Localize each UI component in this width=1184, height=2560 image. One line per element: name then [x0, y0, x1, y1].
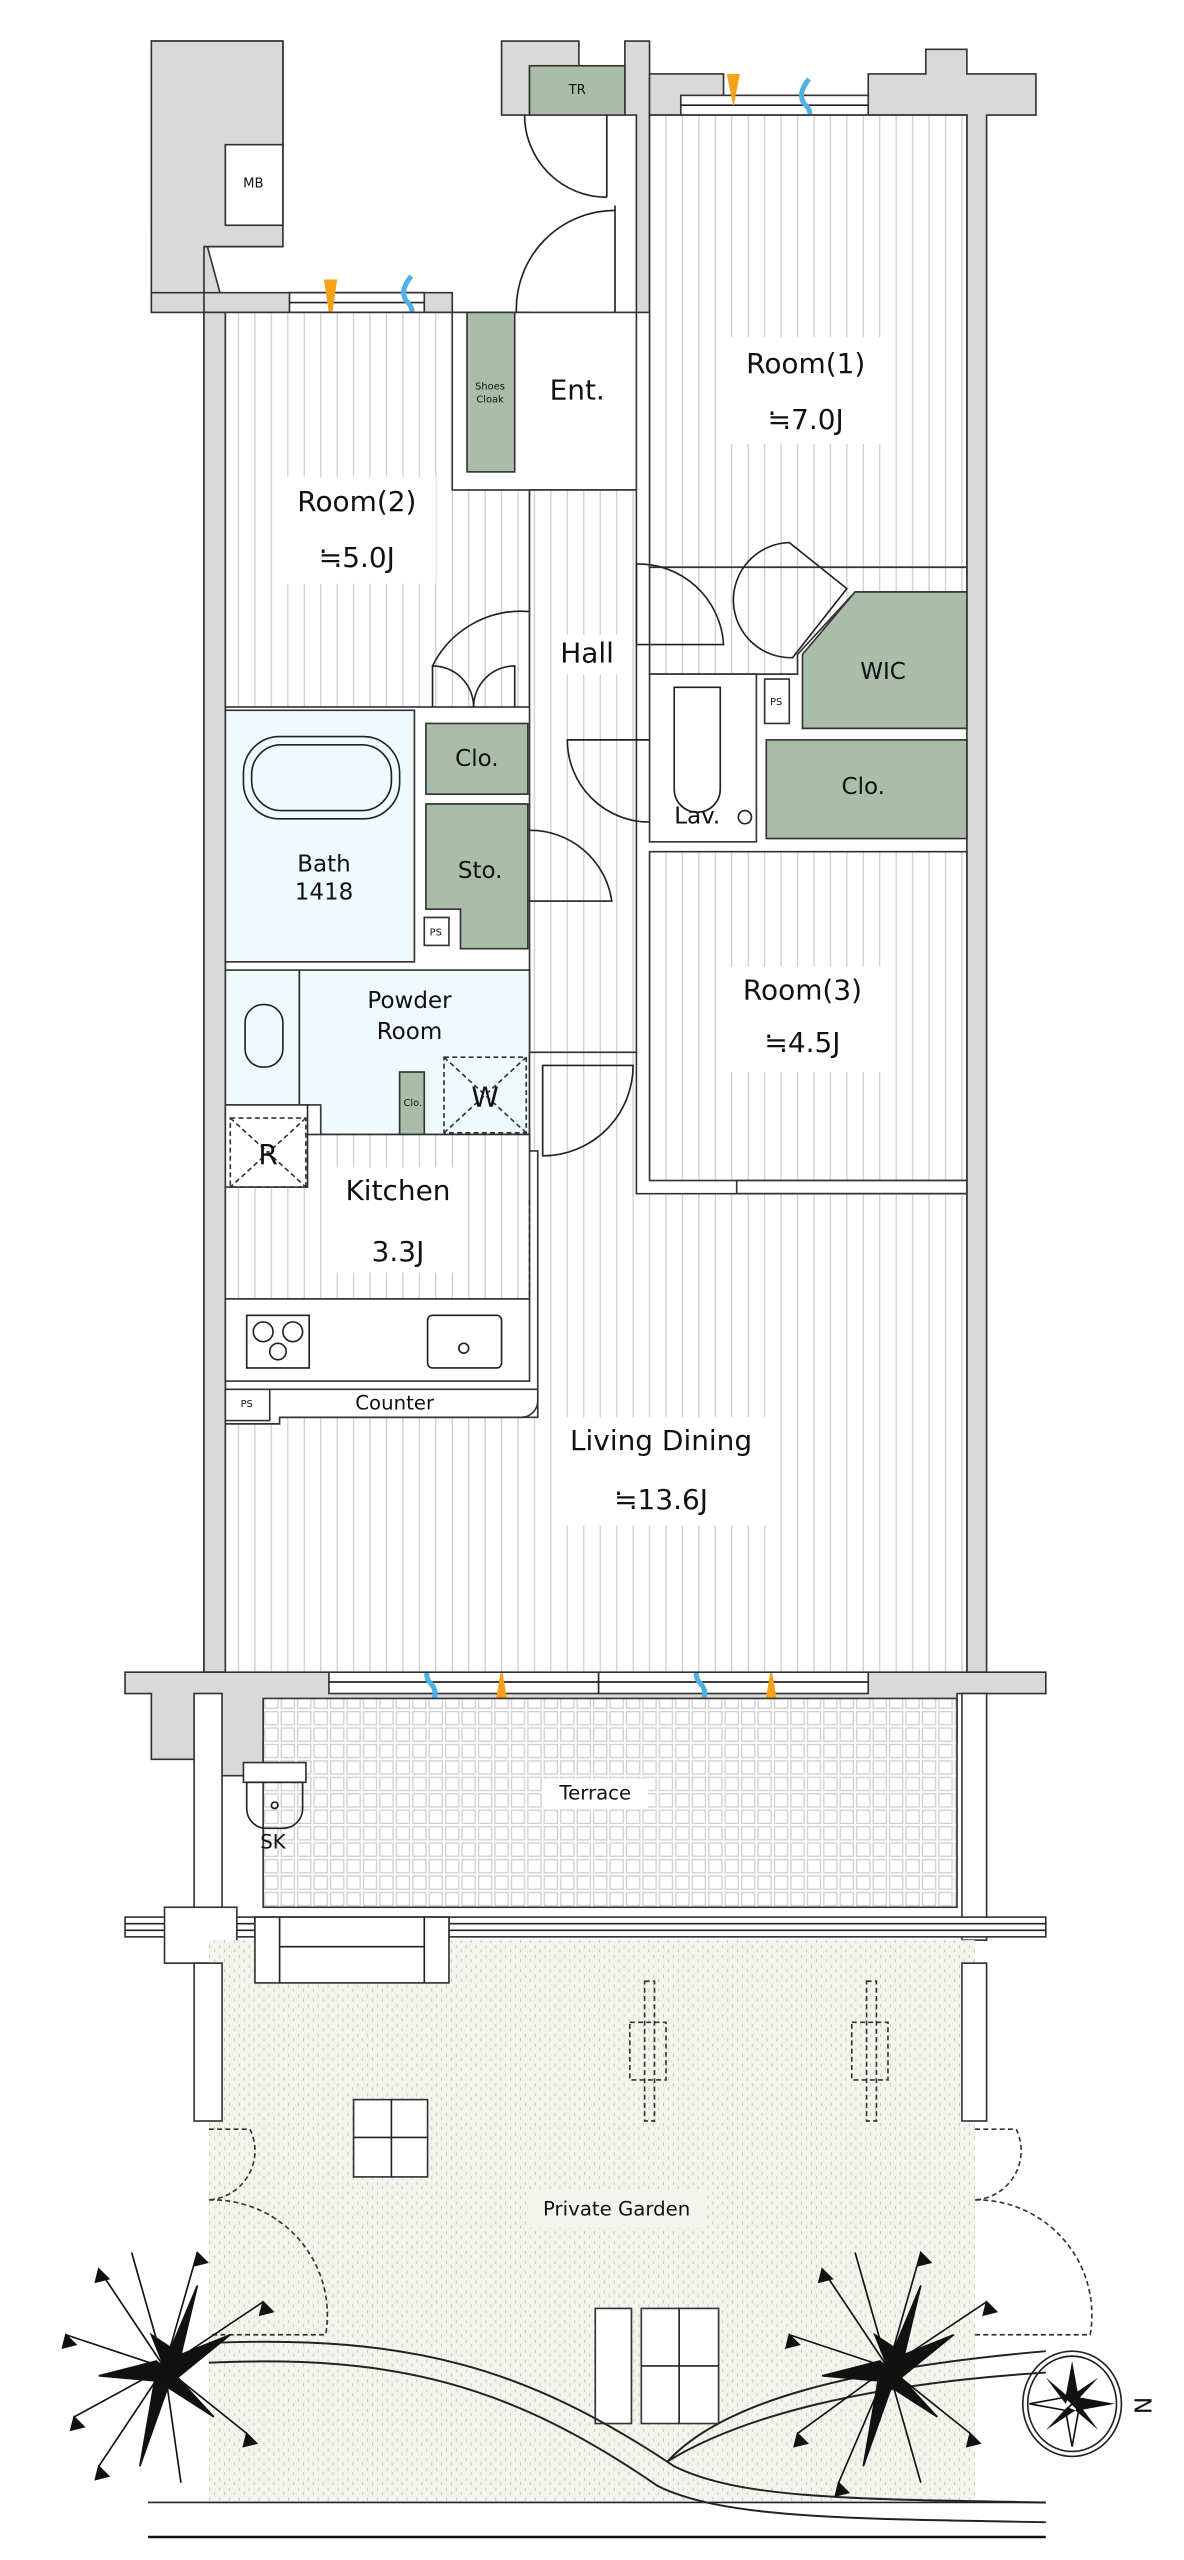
compass-north-label: N [1129, 2397, 1155, 2414]
powder-closet-label: Clo. [403, 1098, 422, 1109]
terrace-sink-icon [245, 1781, 304, 1830]
powder-room-label: Powder [367, 988, 452, 1014]
shoes-cloak-label: Shoes [475, 381, 505, 392]
room-3-sliding-door[interactable] [735, 1179, 968, 1195]
room-2-size: ≒5.0J [319, 541, 395, 574]
pipe-space [224, 1388, 271, 1422]
room-1-closet [765, 739, 968, 840]
hall [528, 489, 638, 1054]
sun-marker-icon [764, 1667, 778, 1706]
storage-label: Sto. [458, 858, 503, 884]
pipe-space-label: PS [770, 697, 782, 708]
pipe-space-label: PS [241, 1399, 253, 1410]
room-1-closet-label: Clo. [842, 774, 885, 800]
meter-box-label: MB [243, 177, 263, 192]
washer-space [443, 1056, 528, 1134]
entrance-label: Ent. [550, 373, 605, 406]
kitchen-size: 3.3J [372, 1235, 425, 1268]
shoes-cloak [466, 311, 516, 473]
sun-markers [323, 73, 778, 1706]
meter-box [224, 143, 284, 227]
room-1-door[interactable] [635, 563, 725, 646]
storage [425, 803, 529, 950]
washer-label: W [471, 1080, 499, 1113]
counter [224, 1388, 539, 1425]
closet-room-2 [425, 722, 529, 795]
room-1-label: Room(1) [746, 347, 865, 380]
trunk-room-label: TR [568, 83, 586, 98]
room-3-label: Room(3) [743, 973, 862, 1006]
garden-gate-left[interactable] [208, 2128, 329, 2336]
bathtub-icon [242, 735, 401, 820]
compass-icon [1021, 2350, 1123, 2458]
trunk-room [528, 64, 626, 116]
room-3-size: ≒4.5J [764, 1026, 840, 1059]
porch-doors[interactable] [515, 115, 616, 313]
lavatory-label: Lav. [674, 804, 720, 830]
wic-door[interactable] [732, 541, 848, 659]
room-1-size: ≒7.0J [768, 403, 844, 436]
window-room2 [288, 291, 426, 314]
wic-label: WIC [860, 659, 906, 685]
fridge-space [229, 1117, 307, 1188]
stepping-stones [352, 2098, 720, 2425]
living-dining [224, 1051, 968, 1673]
stove-icon [245, 1314, 311, 1369]
powder-closet [398, 1071, 426, 1136]
pipe-space-label: PS [430, 927, 442, 938]
sun-marker-icon [323, 279, 338, 326]
garden-lights [628, 1980, 889, 2122]
closet-label: Clo. [455, 746, 498, 772]
hall-label: Hall [560, 636, 614, 669]
tree-icon [61, 2250, 275, 2483]
tree-icon [784, 2250, 999, 2498]
window-room1 [679, 94, 870, 116]
toilet-icon [673, 686, 722, 813]
bathroom [224, 709, 416, 963]
living-dining-label: Living Dining [570, 1424, 752, 1457]
fridge-label: R [258, 1138, 277, 1171]
powder-room-label: Room [377, 1019, 443, 1045]
sun-marker-icon [494, 1667, 509, 1706]
washbasin-icon [244, 1003, 284, 1068]
pipe-space [423, 916, 450, 947]
walk-in-closet [801, 591, 968, 730]
sink-icon [426, 1314, 503, 1369]
room-2-closet-doors[interactable] [431, 610, 530, 708]
pipe-space [763, 678, 791, 725]
terrace-sink-label: SK [260, 1831, 287, 1854]
lavatory-door[interactable] [566, 739, 650, 823]
kitchen-label: Kitchen [345, 1174, 450, 1207]
terrace-label: Terrace [558, 1781, 631, 1804]
private-garden-label: Private Garden [543, 2197, 690, 2220]
hall-to-living-door[interactable] [541, 1064, 634, 1157]
counter-label: Counter [355, 1392, 435, 1415]
bath-size: 1418 [295, 879, 354, 905]
room-2-label: Room(2) [297, 485, 416, 518]
shoes-cloak-label: Cloak [476, 395, 504, 406]
garden-path [208, 2340, 1046, 2524]
bath-label: Bath [297, 851, 350, 877]
storage-door[interactable] [529, 829, 613, 902]
window-living [328, 1671, 870, 1695]
living-dining-size: ≒13.6J [614, 1483, 708, 1516]
garden-gate-right[interactable] [975, 2128, 1093, 2336]
sun-marker-icon [726, 73, 740, 107]
